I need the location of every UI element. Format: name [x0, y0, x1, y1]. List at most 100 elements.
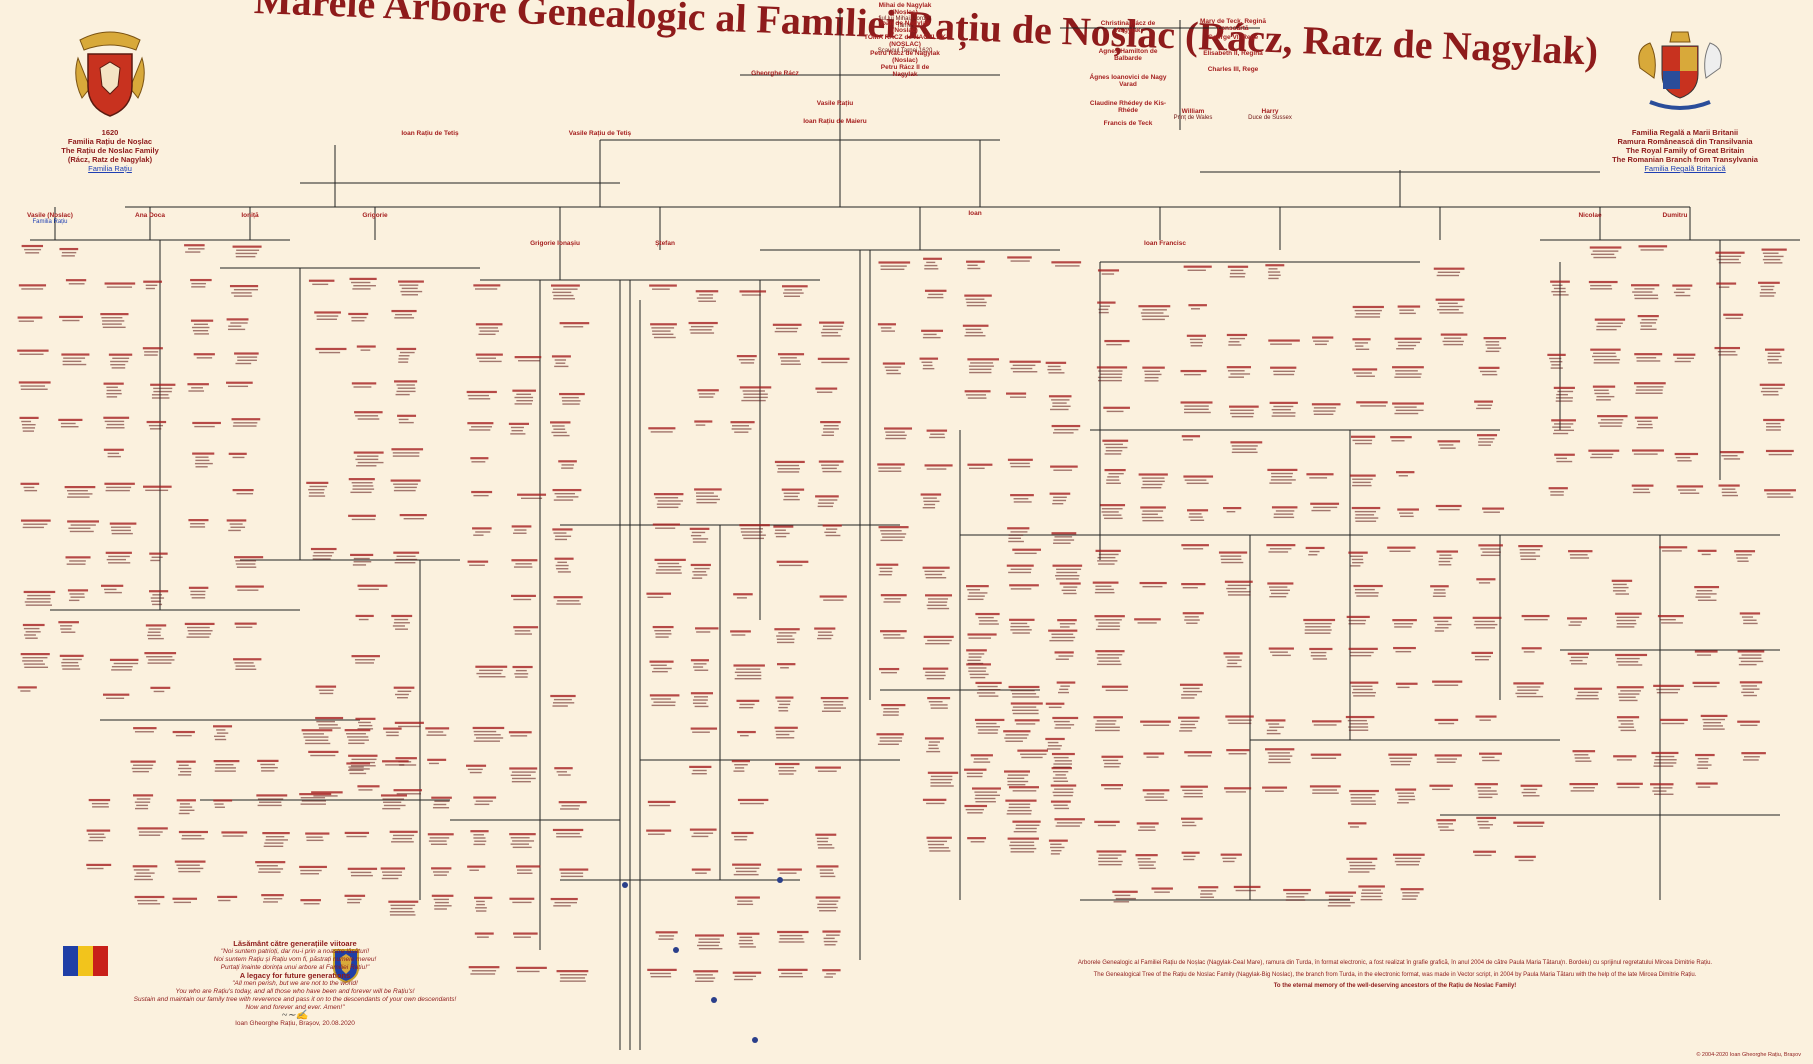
node-entry: [1312, 720, 1341, 725]
node-entry: [1188, 304, 1207, 309]
node-entry: [509, 731, 532, 736]
node-entry: [1766, 450, 1794, 455]
node-entry: [60, 655, 84, 670]
node-entry: [1346, 716, 1375, 731]
node-entry: [550, 695, 575, 707]
node-entry: [511, 559, 537, 568]
node-entry: [256, 794, 287, 806]
node-entry: [559, 801, 587, 810]
node-entry: [921, 330, 943, 339]
node-entry: [653, 523, 680, 528]
node-entry: [473, 284, 500, 289]
node-entry: [18, 686, 37, 691]
node-entry: [559, 393, 585, 405]
node-entry: [553, 829, 583, 838]
node-entry: [1590, 349, 1620, 364]
node-entry: [925, 737, 944, 752]
node-entry: [1518, 545, 1542, 560]
node-entry: [695, 627, 718, 632]
node-entry: [21, 483, 40, 492]
node-entry: [1008, 459, 1033, 468]
node-entry: [775, 696, 793, 711]
node-entry: [1634, 353, 1662, 362]
tree-node: Ioniță: [215, 212, 285, 219]
familia-regala-link[interactable]: Familia Regală Britanică: [1605, 164, 1765, 173]
tree-node: Ana Doca: [115, 212, 185, 219]
node-entry: [773, 526, 793, 538]
node-entry: [150, 384, 175, 399]
node-entry: [649, 661, 673, 673]
node-entry: [1513, 682, 1543, 697]
node-entry: [232, 418, 261, 427]
node-entry: [1050, 466, 1078, 471]
node-entry: [1352, 338, 1370, 350]
node-entry: [1142, 367, 1164, 382]
node-entry: [1436, 299, 1465, 314]
node-entry: [733, 972, 761, 981]
node-entry: [822, 969, 840, 978]
node-entry: [358, 585, 388, 590]
node-entry: [188, 519, 208, 528]
node-entry: [972, 787, 1001, 802]
node-entry: [1093, 582, 1119, 594]
node-entry: [1060, 582, 1081, 594]
node-entry: [308, 751, 338, 756]
node-entry: [1358, 885, 1385, 900]
node-entry: [819, 460, 844, 472]
node-entry: [1650, 783, 1673, 795]
node-entry: [400, 514, 427, 519]
node-entry: [1303, 619, 1335, 634]
node-entry: [66, 279, 86, 284]
node-entry: [110, 659, 139, 671]
node-entry: [1097, 366, 1127, 381]
node-entry: [737, 731, 756, 736]
node-entry: [1140, 582, 1167, 587]
node-entry: [17, 350, 48, 355]
node-entry: [820, 421, 841, 436]
node-entry: [467, 866, 485, 871]
tree-node: Claudine Rhédey de Kis-Rhéde: [1088, 100, 1168, 114]
node-entry: [1010, 361, 1041, 373]
node-entry: [187, 383, 208, 392]
node-entry: [925, 464, 953, 469]
node-entry: [1221, 854, 1242, 863]
node-entry: [1103, 407, 1130, 412]
node-entry: [1112, 891, 1137, 903]
node-entry: [1734, 550, 1755, 562]
node-entry: [966, 261, 985, 270]
node-entry: [550, 421, 570, 436]
node-entry: [737, 933, 760, 948]
node-entry: [1017, 750, 1048, 759]
tree-node: Petru Rácz de Nagylak (Noslac): [870, 50, 940, 64]
node-entry: [1046, 703, 1065, 708]
node-entry: [1475, 783, 1498, 798]
node-entry: [1349, 648, 1378, 657]
node-entry: [1097, 302, 1115, 314]
node-entry: [221, 831, 247, 836]
node-entry: [1049, 395, 1072, 410]
node-entry: [1094, 615, 1124, 630]
node-entry: [1438, 440, 1460, 449]
node-entry: [1763, 419, 1784, 431]
node-entry: [1045, 738, 1064, 750]
node-entry: [1660, 719, 1688, 724]
node-entry: [1475, 715, 1496, 720]
node-entry: [1758, 282, 1780, 297]
node-entry: [691, 659, 709, 671]
node-entry: [1675, 453, 1698, 462]
familia-ratiu-link[interactable]: Familia Rațiu: [45, 164, 175, 173]
node-entry: [467, 391, 497, 400]
node-entry: [299, 866, 327, 875]
node-entry: [648, 801, 676, 806]
node-entry: [388, 901, 418, 916]
node-entry: [1395, 788, 1416, 803]
node-entry: [1473, 617, 1502, 629]
node-entry: [476, 323, 503, 335]
node-entry: [106, 552, 132, 564]
node-entry: [1007, 256, 1032, 261]
node-entry: [1140, 721, 1171, 726]
node-entry: [1050, 493, 1071, 505]
node-entry: [1593, 386, 1615, 401]
node-entry: [511, 595, 536, 600]
